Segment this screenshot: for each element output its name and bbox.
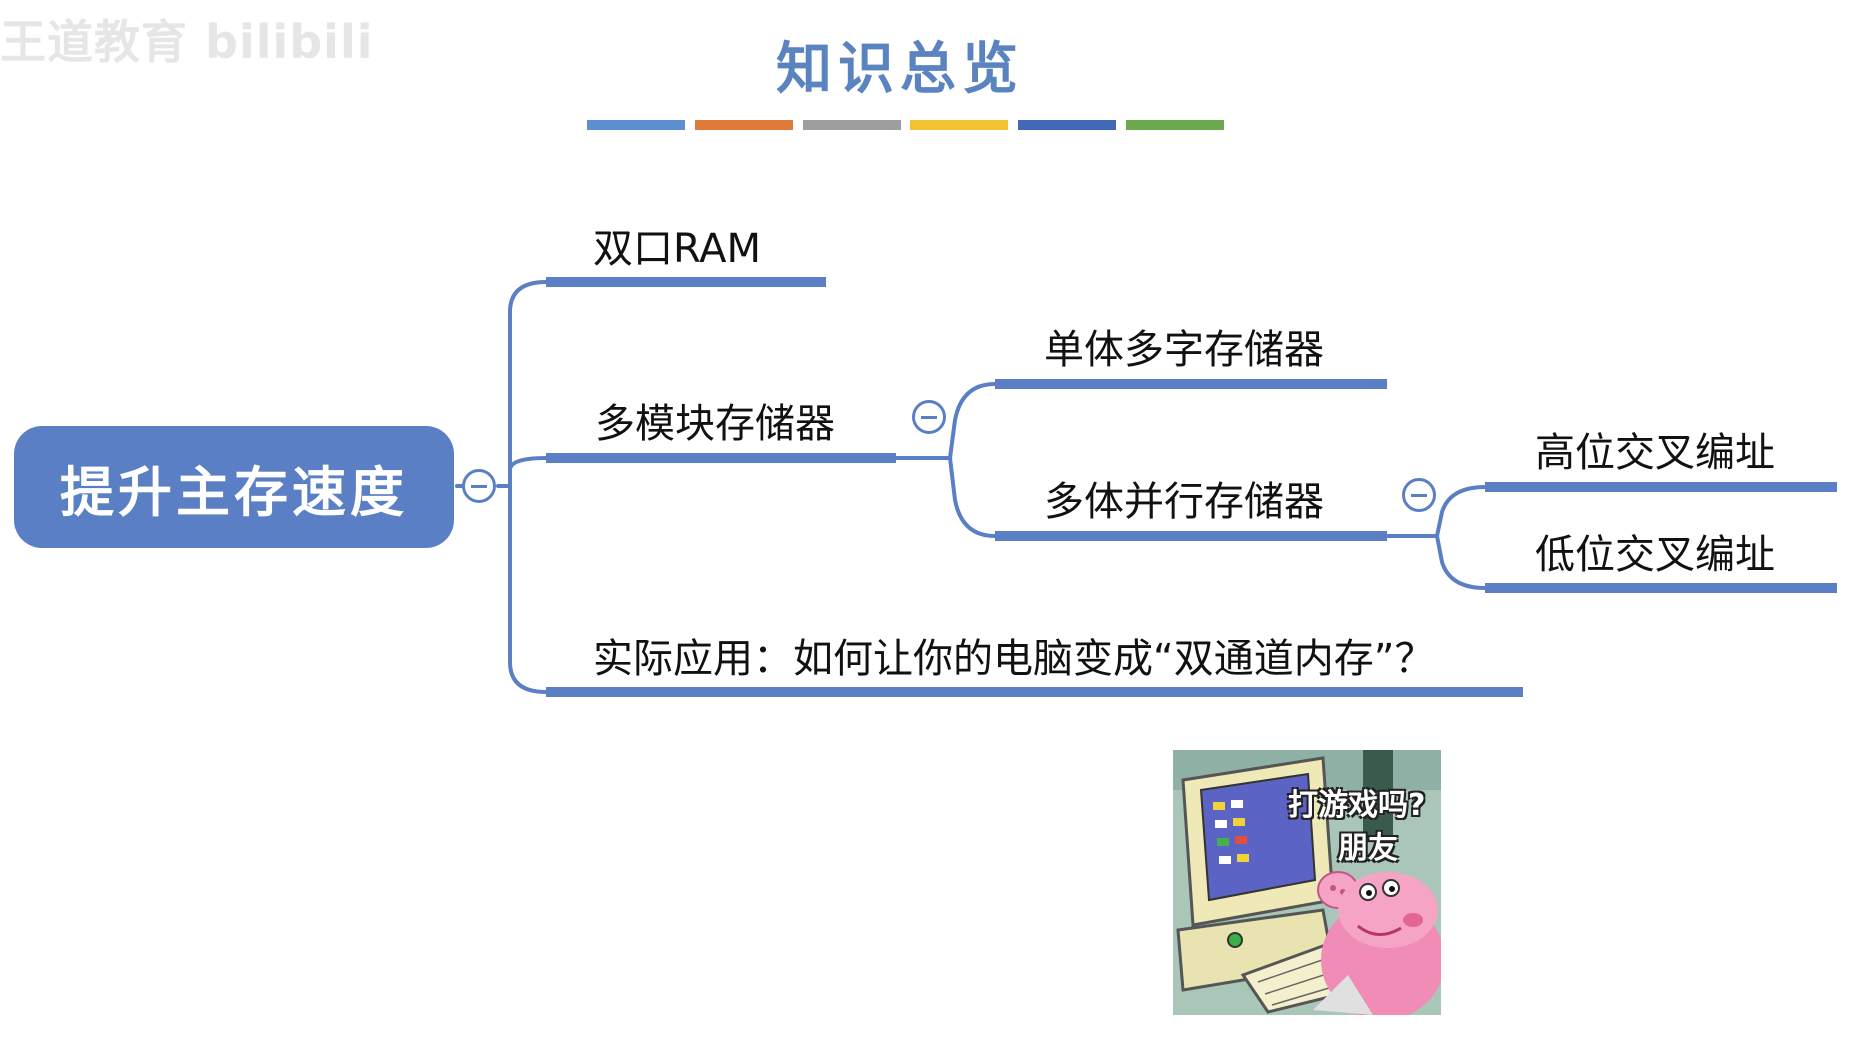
node-dual-port-ram[interactable]: 双口RAM <box>593 226 762 272</box>
collapse-root-icon[interactable] <box>462 469 496 503</box>
node-parallel-memory[interactable]: 多体并行存储器 <box>1044 479 1324 525</box>
meme-illustration <box>1173 750 1441 1015</box>
color-bar-yellow <box>910 120 1008 130</box>
collapse-multi-module-icon[interactable] <box>912 400 946 434</box>
meme-caption-line1: 打游戏吗? <box>1288 788 1426 823</box>
collapse-parallel-icon[interactable] <box>1402 478 1436 512</box>
node-low-order-interleave[interactable]: 低位交叉编址 <box>1535 532 1775 578</box>
color-bar-darkblue <box>1018 120 1116 130</box>
meme-caption-line2: 朋友 <box>1338 831 1398 866</box>
node-practical-application[interactable]: 实际应用：如何让你的电脑变成“双通道内存”？ <box>593 636 1435 682</box>
page-title: 知识总览 <box>776 36 1024 102</box>
node-multi-module-memory[interactable]: 多模块存储器 <box>595 401 835 447</box>
watermark: 王道教育 bilibili <box>0 15 374 69</box>
meme-image: 打游戏吗? 朋友 <box>1173 750 1441 1015</box>
color-bar-blue <box>587 120 685 130</box>
mindmap-root-node[interactable]: 提升主存速度 <box>14 426 454 548</box>
color-bar-orange <box>695 120 793 130</box>
color-bar-green <box>1126 120 1224 130</box>
node-single-multiword-memory[interactable]: 单体多字存储器 <box>1044 327 1324 373</box>
color-bar-gray <box>803 120 901 130</box>
node-high-order-interleave[interactable]: 高位交叉编址 <box>1535 430 1775 476</box>
